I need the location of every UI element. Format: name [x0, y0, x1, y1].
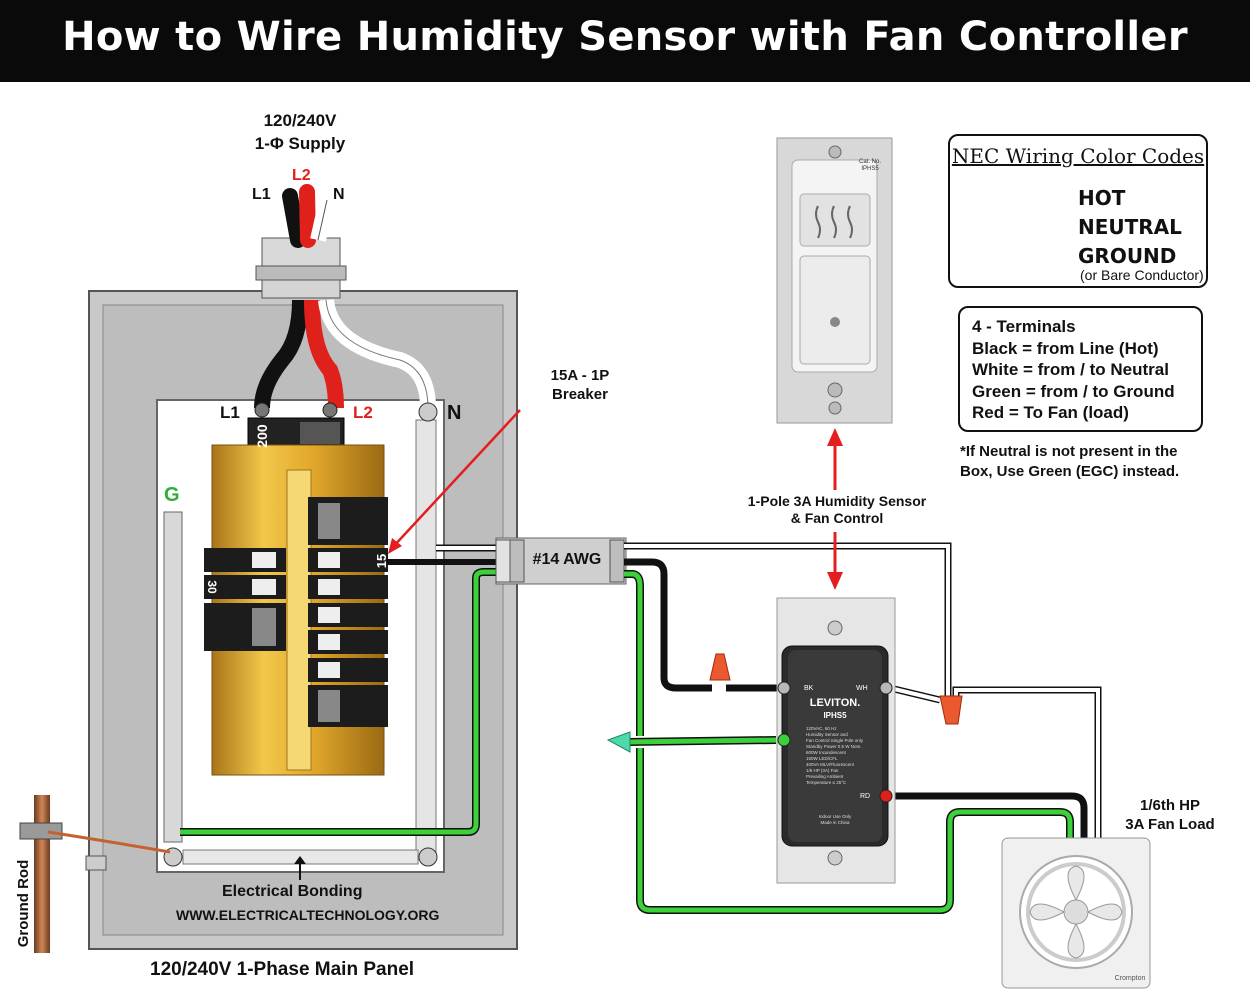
cable-14awg [495, 537, 627, 585]
supply-voltage: 120/240V [263, 111, 337, 130]
sensor-spec-7: 1/6 HP (3A) Fan [806, 768, 839, 773]
sensor-brand: LEVITON. [810, 697, 861, 709]
breakers-right [308, 497, 388, 727]
note-line: *If Neutral is not present in the [960, 443, 1178, 460]
website-label: WWW.ELECTRICALTECHNOLOGY.ORG [176, 907, 440, 923]
panel-caption: 120/240V 1-Phase Main Panel [150, 959, 415, 980]
conduit-entry [255, 237, 347, 299]
wiring-diagram: 200 15 30 LEVITON. IPHS5 BK WH RD 120VAC… [19, 137, 1151, 989]
nec-color-legend: NEC Wiring Color Codes HOT NEUTRAL GROUN… [948, 134, 1208, 288]
sensor-spec-2: Fan Control Single Pole only [806, 738, 864, 743]
breaker-15-label: 15 [374, 554, 389, 568]
cable-label: #14 AWG [532, 551, 602, 568]
breaker-callout-line1: 15A - 1P [550, 367, 610, 384]
sensor-front-view [776, 137, 893, 424]
terminals-line: Red = To Fan (load) [972, 403, 1129, 422]
sensor-spec-0: 120VAC, 60 Hz [806, 726, 837, 731]
title-bar [0, 0, 1250, 82]
fan-brand: Crompton [1115, 975, 1146, 982]
fan-label-line1: 1/6th HP [1139, 797, 1200, 814]
panel-n: N [447, 402, 462, 424]
sensor-model: IPHS5 [823, 711, 847, 720]
bonding-strap [182, 849, 419, 880]
supply-wires [254, 184, 436, 409]
legend-ground: GROUND [1078, 244, 1177, 268]
sensor-spec-6: 400VA MLV/Fluorescent [806, 762, 855, 767]
bonding-label: Electrical Bonding [222, 883, 363, 900]
legend-ground-note: (or Bare Conductor) [1080, 267, 1204, 283]
sensor-cat-no: Cat. No. [859, 159, 881, 165]
terminals-box: 4 - Terminals Black = from Line (Hot) Wh… [958, 306, 1203, 432]
note-line: Box, Use Green (EGC) instead. [960, 463, 1180, 480]
sensor-made: Made in China [820, 820, 850, 825]
sensor-cat-model: IPHS5 [861, 166, 879, 172]
sensor-spec-8: Prevailing Ambient [806, 774, 844, 779]
breaker-callout-line2: Breaker [552, 386, 608, 403]
sensor-spec-4: 600W Incandescent [806, 750, 847, 755]
sensor-back-view [776, 597, 896, 884]
legend-title: NEC Wiring Color Codes [951, 144, 1205, 168]
supply-l1: L1 [252, 186, 271, 203]
main-breaker-rating: 200 [254, 424, 270, 448]
neutral-bar [415, 402, 438, 867]
sensor-callout-line2: & Fan Control [790, 510, 884, 526]
sensor-spec-3: Standby Power 0.5 W Nom. [806, 744, 862, 749]
neutral-note: *If Neutral is not present in the Box, U… [960, 442, 1179, 482]
sensor-spec-1: Humidity Sensor and [806, 732, 848, 737]
terminals-line: Green = from / to Ground [972, 381, 1175, 401]
page-title: How to Wire Humidity Sensor with Fan Con… [62, 14, 1188, 60]
panel-l1: L1 [220, 403, 240, 422]
legend-hot: HOT [1078, 186, 1126, 210]
terminals-line: 4 - Terminals [972, 317, 1076, 336]
ground-rod [19, 795, 171, 953]
panel-g: G [164, 484, 180, 506]
ground-bar [163, 511, 183, 867]
legend-neutral: NEUTRAL [1078, 215, 1182, 239]
sensor-wh-label: WH [856, 685, 868, 692]
supply-n: N [333, 186, 345, 203]
sensor-indoor: Indoor Use Only [819, 814, 852, 819]
ground-rod-label: Ground Rod [15, 859, 33, 948]
breaker-30-label: 30 [205, 580, 219, 594]
sensor-spec-5: 150W LED/CFL [806, 756, 838, 761]
exhaust-fan [1001, 837, 1151, 989]
sensor-spec-9: Temperature ≤ 25°C [806, 780, 847, 785]
sensor-callout-line1: 1-Pole 3A Humidity Sensor [747, 493, 927, 509]
panel-ground-wire [180, 568, 500, 836]
callout-arrows [388, 409, 843, 590]
sensor-bk-label: BK [804, 685, 814, 692]
sensor-rd-label: RD [860, 793, 870, 800]
supply-phase: 1-Φ Supply [254, 134, 346, 153]
terminals-line: White = from / to Neutral [972, 360, 1169, 379]
fan-label-line2: 3A Fan Load [1125, 816, 1215, 833]
panel-l2: L2 [353, 403, 373, 422]
wire-nuts [606, 653, 963, 753]
terminals-line: Black = from Line (Hot) [972, 338, 1159, 358]
field-wiring [624, 542, 1102, 914]
breakers-left [204, 548, 286, 651]
supply-l2: L2 [292, 167, 311, 184]
